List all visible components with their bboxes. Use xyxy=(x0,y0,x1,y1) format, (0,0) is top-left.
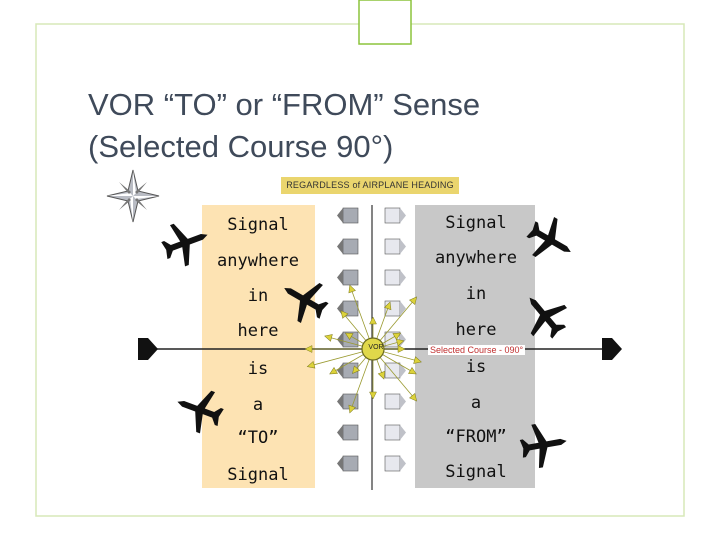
radial-arrowhead xyxy=(397,345,406,353)
airplane-icon xyxy=(526,216,571,258)
radial-arrowhead xyxy=(395,338,405,347)
airplane-icon xyxy=(529,297,567,339)
to-word: Signal xyxy=(227,465,289,485)
from-word: “FROM” xyxy=(445,427,507,447)
to-word: anywhere xyxy=(217,251,299,271)
tab-notch xyxy=(358,0,412,45)
airplane-icon xyxy=(177,390,224,434)
radial-arrowhead xyxy=(392,332,402,341)
from-word: Signal xyxy=(445,462,507,482)
title-line-2: (Selected Course 90°) xyxy=(88,129,394,164)
radial-arrowhead xyxy=(369,391,377,400)
to-flag-indicator xyxy=(337,331,359,348)
radial-arrowhead xyxy=(383,301,392,311)
radial-arrowhead xyxy=(409,296,418,305)
from-flag-indicator xyxy=(384,424,406,441)
to-flag-indicator xyxy=(337,393,359,410)
to-word: “TO” xyxy=(237,428,279,448)
from-word: is xyxy=(465,357,487,377)
from-flag-indicator xyxy=(384,362,406,379)
indicator-flags xyxy=(337,207,406,472)
from-word: in xyxy=(465,284,487,304)
to-flag-indicator xyxy=(337,455,359,472)
radial-arrowhead xyxy=(408,366,417,375)
to-flag-indicator xyxy=(337,424,359,441)
radial-arrowhead xyxy=(329,366,338,375)
from-flag-indicator xyxy=(384,393,406,410)
vor-label: VOR xyxy=(368,344,384,351)
slide-title: VOR “TO” or “FROM” Sense (Selected Cours… xyxy=(88,84,480,168)
from-flag-indicator xyxy=(384,269,406,286)
to-zone xyxy=(202,205,315,488)
radial-arrowhead xyxy=(413,356,422,364)
left-course-arrow xyxy=(138,338,158,360)
airplane-icon xyxy=(161,223,208,267)
from-word: anywhere xyxy=(435,248,517,268)
radial-arrowhead xyxy=(304,345,313,353)
airplane-icon xyxy=(519,424,567,469)
airplane-icon xyxy=(284,282,329,324)
selected-course-label: Selected Course - 090° xyxy=(428,345,526,355)
to-word: in xyxy=(247,286,269,306)
from-word: here xyxy=(455,320,497,340)
radial-arrowhead xyxy=(348,404,356,414)
airplanes xyxy=(161,216,571,469)
radial-arrowhead xyxy=(306,360,316,369)
heading-banner: REGARDLESS of AIRPLANE HEADING xyxy=(281,177,459,194)
radial-arrowhead xyxy=(344,332,354,341)
from-flag-indicator xyxy=(384,207,406,224)
to-flag-indicator xyxy=(337,269,359,286)
to-word: is xyxy=(247,359,269,379)
to-word: a xyxy=(252,395,264,415)
from-word: Signal xyxy=(445,213,507,233)
to-flag-indicator xyxy=(337,207,359,224)
radial-arrowhead xyxy=(369,316,377,325)
to-word: Signal xyxy=(227,215,289,235)
radial-arrowhead xyxy=(324,334,333,342)
radial-arrowhead xyxy=(377,370,386,380)
vor-station-icon xyxy=(361,337,385,361)
radial-arrowhead xyxy=(409,393,418,402)
compass-rose-icon xyxy=(106,169,160,223)
radial-arrowhead xyxy=(340,310,349,319)
title-line-1: VOR “TO” or “FROM” Sense xyxy=(88,87,481,122)
radial-arrowhead xyxy=(352,365,361,374)
to-word: here xyxy=(237,321,279,341)
to-flag-indicator xyxy=(337,238,359,255)
from-flag-indicator xyxy=(384,455,406,472)
right-course-arrow xyxy=(602,338,622,360)
radial-arrowhead xyxy=(348,284,356,294)
from-flag-indicator xyxy=(384,238,406,255)
from-word: a xyxy=(470,393,482,413)
